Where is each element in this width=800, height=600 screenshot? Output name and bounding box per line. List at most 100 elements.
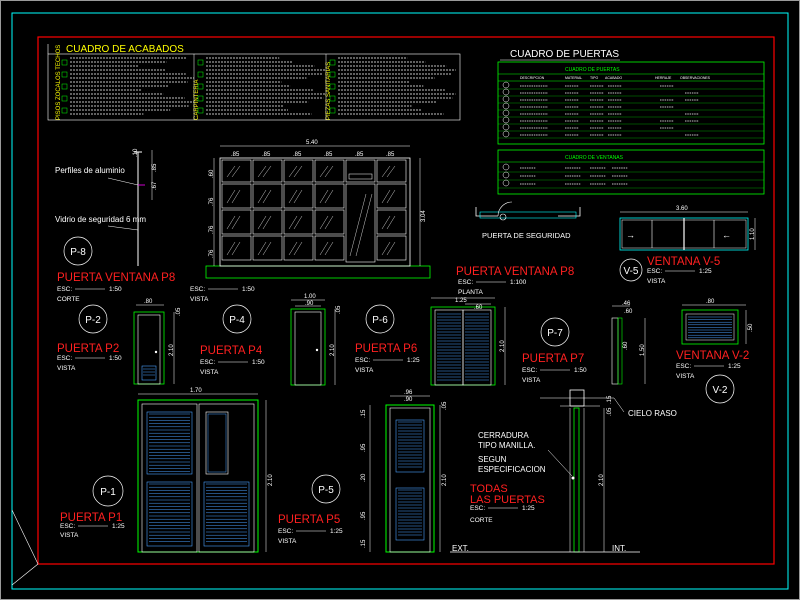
p4-knob-icon [315, 348, 319, 352]
detail-scale-label-sec: ESC: [470, 505, 485, 512]
lock-label-3: SEGUN [478, 455, 507, 464]
glass-label: Vidrio de seguridad 6 mm [55, 215, 146, 224]
curtain-pane [376, 183, 407, 209]
curtain-module-label: .85 [386, 152, 395, 158]
finishes-table-border [47, 53, 461, 121]
p7-leaf [617, 317, 623, 385]
curtain-pane-hatch [226, 165, 236, 178]
detail-view-p8a: CORTE [57, 296, 80, 303]
detail-title-p1: PUERTA P1 [60, 512, 122, 524]
curtain-transom-vent [348, 173, 373, 180]
curtain-pane [221, 209, 252, 235]
inner-frame [37, 36, 775, 565]
detail-scale-p8a: 1:50 [109, 286, 122, 293]
finishes-code-box [61, 83, 68, 90]
detail-scale-v5: 1:25 [699, 268, 712, 275]
detail-view-p6: VISTA [355, 367, 374, 374]
curtain-pane-hatch [381, 189, 391, 204]
glass-leader [107, 225, 139, 231]
ceiling-label: CIELO RASO [628, 409, 677, 418]
detail-tag-circle [365, 304, 395, 334]
door-row-tag-icon [502, 81, 510, 89]
curtain-pane-hatch [262, 241, 272, 256]
doors-col-observations: OBSERVACIONES [680, 76, 711, 80]
curtain-pane-hatch [324, 241, 334, 256]
curtain-dim-76a: .76 [209, 197, 215, 206]
p6-louvres [437, 313, 489, 381]
p5-dim-c: .20 [361, 473, 367, 482]
curtain-pane-hatch [293, 189, 303, 204]
p1-leaf-left [141, 403, 198, 553]
p4-height-label: 2.10 [330, 344, 336, 356]
curtain-pane-hatch [386, 165, 396, 178]
curtain-module-label: .85 [262, 152, 271, 158]
finishes-code-box [61, 95, 68, 102]
doors-table-title: CUADRO DE PUERTAS [510, 49, 619, 60]
finishes-code-box [329, 83, 336, 90]
curtain-frame [219, 157, 411, 267]
window-v2: .80 .50 [681, 299, 754, 345]
curtain-module-labels: .85.85.85.85.85.85 [231, 152, 395, 158]
detail-scale-label-p8a: ESC: [57, 286, 72, 293]
curtain-dim-60: .60 [209, 169, 215, 178]
detail-view-v5: VISTA [647, 278, 666, 285]
p2-leaf [137, 314, 161, 385]
doors-col-material: MATERIAL [565, 76, 582, 80]
curtain-module-label: .85 [324, 152, 333, 158]
p2-height-label: 2.10 [169, 344, 175, 356]
detail-scale-label-p7: ESC: [522, 367, 537, 374]
p7-height-1-label: 1.50 [640, 344, 646, 356]
window-row-tag-icon [502, 163, 510, 171]
p2-knob-icon [154, 350, 158, 354]
curtain-dim-304: 3.04 [421, 210, 427, 222]
p7-width-1-label: .46 [622, 301, 631, 307]
p2-thk-label: .05 [176, 307, 182, 316]
p5-height-label: 2.10 [442, 474, 448, 486]
curtain-pane [314, 159, 345, 183]
curtain-pane-hatch [324, 189, 334, 204]
p1-louvre-upper-left [146, 411, 193, 475]
detail-tag-circle [619, 258, 643, 282]
curtain-pane-hatch [381, 165, 391, 178]
curtain-dim-76b: .76 [209, 225, 215, 234]
finishes-code-box [329, 59, 336, 66]
curtain-base [205, 265, 431, 279]
security-door-label: PUERTA DE SEGURIDAD [482, 231, 571, 240]
section-dim-a: .15 [607, 395, 613, 404]
detail-view-sec: CORTE [470, 517, 493, 524]
plan-wall-left [475, 207, 498, 217]
detail-scale-p2: 1:50 [109, 355, 122, 362]
aluminium-leader [107, 177, 139, 186]
curtain-pane-hatch [288, 165, 298, 178]
curtain-pane [221, 159, 252, 183]
curtain-module-label: .85 [231, 152, 240, 158]
detail-tag-circle [78, 304, 108, 334]
curtain-pane-hatch [293, 215, 303, 230]
ceiling-leader [613, 397, 625, 413]
finishes-code-box [197, 95, 204, 102]
aluminium-section: .10 .85 .67 Perfiles de aluminio Vidrio … [55, 148, 158, 266]
curtain-pane-hatch [262, 215, 272, 230]
plan-threshold [479, 211, 577, 219]
lock-icon [571, 476, 575, 480]
curtain-pane-hatch [226, 215, 236, 230]
detail-title-p8a: PUERTA VENTANA P8 [57, 272, 175, 284]
detail-scale-label-p8b: ESC: [190, 286, 205, 293]
curtain-pane-hatch [257, 189, 267, 204]
curtain-pane-hatch [231, 189, 241, 204]
detail-tag-circle [311, 474, 341, 504]
door-p4: 1.00 .90 .05 2.10 [290, 294, 342, 386]
door-row-tag-icon [502, 130, 510, 138]
detail-scale-p8c: 1:100 [510, 279, 527, 286]
curtain-pane [252, 159, 283, 183]
detail-tag-p2: P-2 [85, 315, 101, 326]
curtain-pane-hatch [293, 165, 303, 178]
detail-tag-circle [540, 317, 570, 347]
detail-scale-label-v2: ESC: [676, 363, 691, 370]
curtain-transom-panel [345, 159, 376, 183]
detail-scale-p6: 1:25 [407, 357, 420, 364]
detail-scale-p4: 1:50 [252, 359, 265, 366]
v5-width-label: 3.60 [676, 206, 688, 212]
security-door-plan: PUERTA DE SEGURIDAD [475, 201, 581, 240]
plan-door-swing [497, 201, 513, 217]
